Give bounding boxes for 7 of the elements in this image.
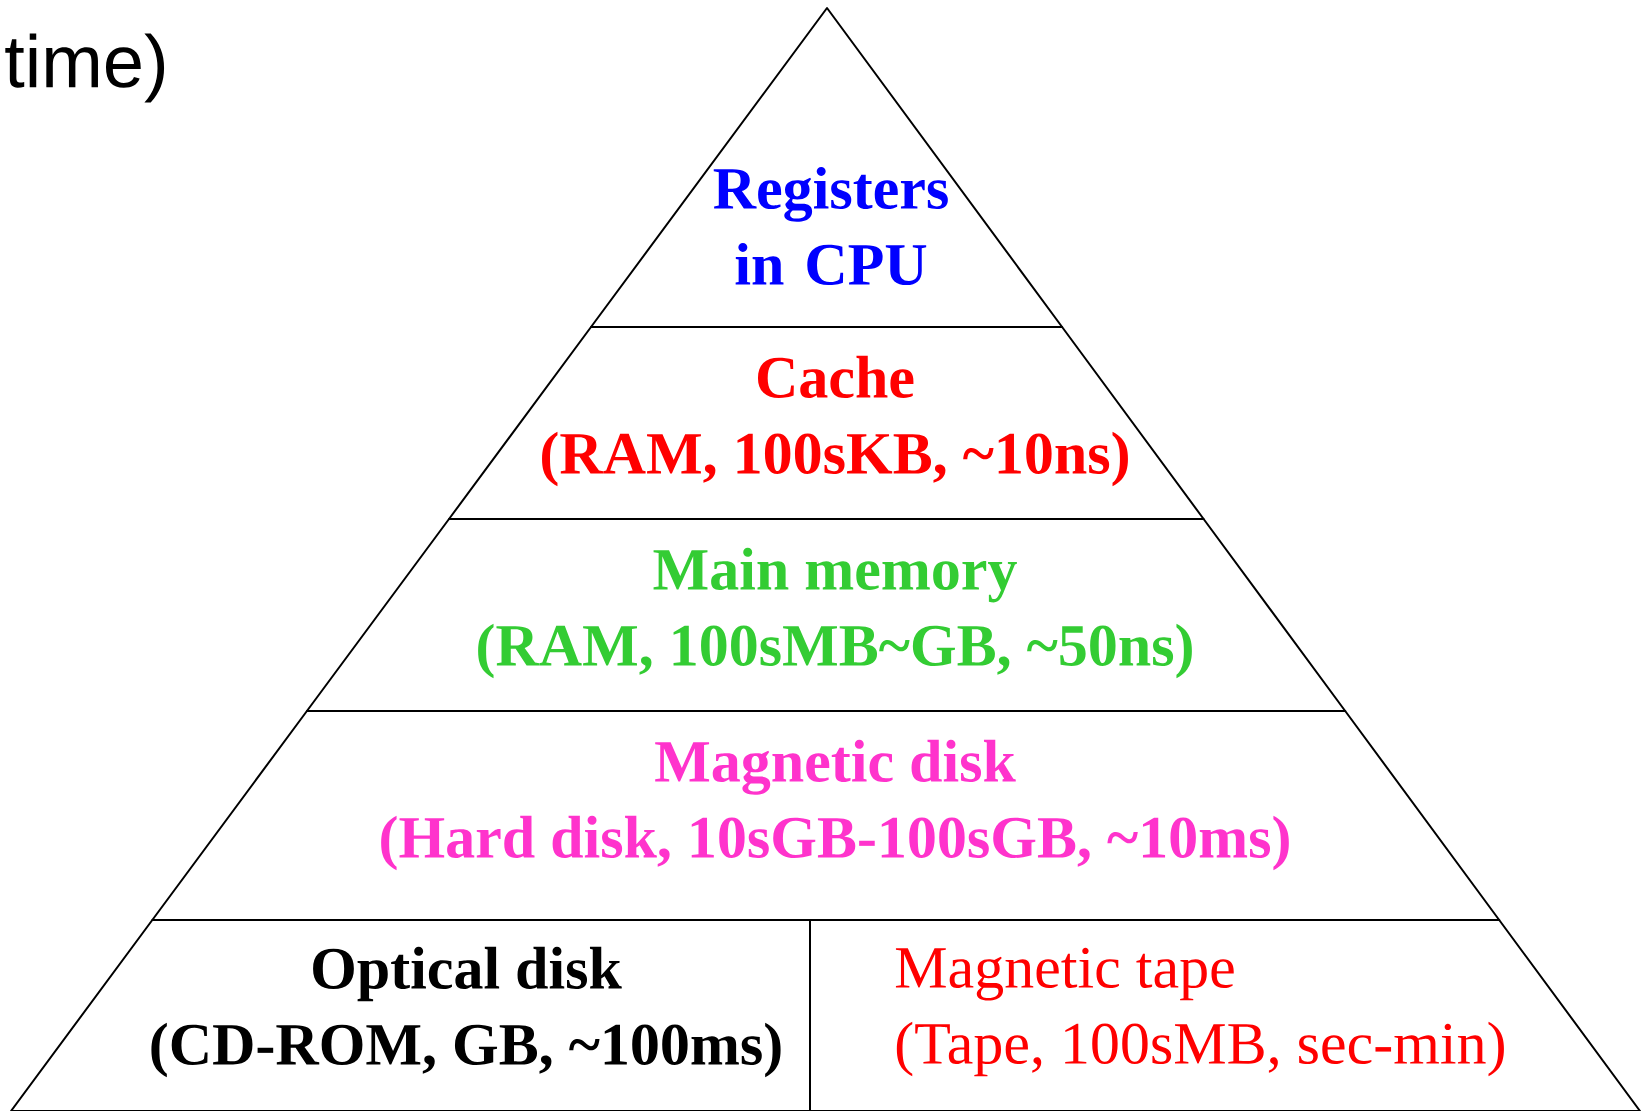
pyramid-level: Cache (RAM, 100sKB, ~10ns) — [448, 326, 1205, 520]
pyramid-level: Registers in CPU — [590, 7, 1064, 328]
heading-fragment: time) — [5, 33, 165, 103]
pyramid-level: Magnetic tape (Tape, 100sMB, sec-min) — [809, 919, 1641, 1111]
pyramid-level: Main memory (RAM, 100sMB~GB, ~50ns) — [305, 518, 1347, 712]
pyramid-level: Magnetic disk (Hard disk, 10sGB-100sGB, ~10ms) — [151, 710, 1501, 921]
pyramid-level: Optical disk (CD-ROM, GB, ~100ms) — [10, 919, 811, 1111]
